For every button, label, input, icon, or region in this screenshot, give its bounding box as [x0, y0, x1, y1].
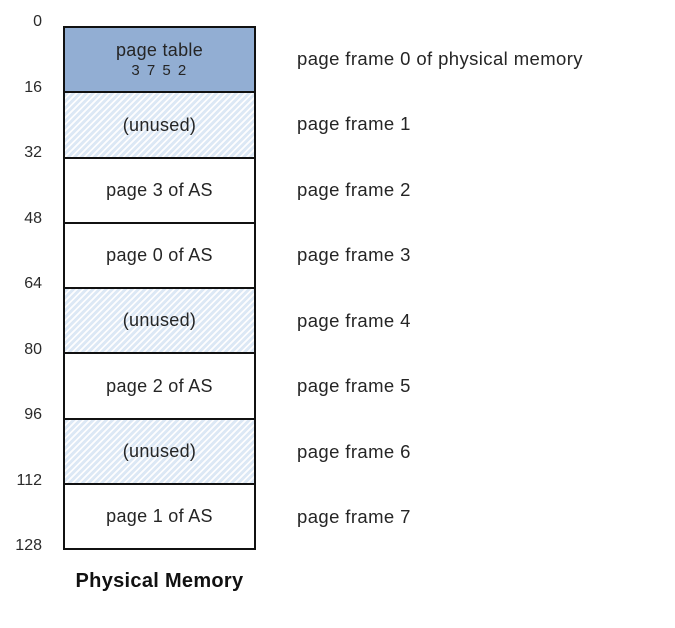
- frame-content-label: page table: [115, 40, 204, 61]
- frame-content-label: page 2 of AS: [106, 375, 213, 396]
- page-table-entries: 3 7 5 2: [131, 61, 188, 79]
- memory-frame: page table 3 7 5 2: [65, 28, 254, 94]
- memory-frame: (unused): [65, 289, 254, 355]
- address-label: 128: [15, 537, 42, 554]
- memory-frame: page 0 of AS: [65, 224, 254, 289]
- memory-frame: page 2 of AS: [65, 354, 254, 420]
- address-label: 48: [24, 209, 42, 227]
- address-label: 80: [24, 340, 42, 358]
- memory-box: page table 3 7 5 2 (unused) page 3 of AS…: [63, 26, 256, 550]
- address-label: 0: [33, 13, 42, 30]
- address-label: 64: [24, 275, 42, 292]
- diagram-title: Physical Memory: [75, 570, 244, 592]
- frame-content-label: page 3 of AS: [106, 179, 213, 200]
- address-labels-column: 0 16 32 48 64 80 96 112 128: [0, 0, 50, 628]
- frame-labels-column: page frame 0 of physical memory page fra…: [297, 26, 583, 550]
- memory-frame: page 3 of AS: [65, 159, 254, 224]
- memory-frame: (unused): [65, 419, 254, 485]
- page-frame-label: page frame 5: [297, 375, 411, 397]
- page-frame-label: page frame 0 of physical memory: [297, 47, 583, 69]
- address-label: 16: [24, 78, 42, 96]
- page-frame-label: page frame 4: [297, 309, 411, 331]
- frame-content-label: page 1 of AS: [106, 506, 213, 527]
- page-frame-label: page frame 7: [297, 506, 411, 528]
- address-label: 32: [24, 144, 42, 161]
- frame-content-label: (unused): [122, 440, 197, 461]
- address-label: 112: [16, 471, 42, 489]
- page-frame-label: page frame 3: [297, 244, 411, 266]
- memory-frame: page 1 of AS: [65, 485, 254, 548]
- frame-content-label: page 0 of AS: [106, 245, 213, 266]
- page-frame-label: page frame 1: [297, 113, 411, 135]
- frame-content-label: (unused): [122, 310, 197, 331]
- memory-frame: (unused): [65, 93, 254, 159]
- page-frame-label: page frame 2: [297, 178, 411, 200]
- frame-content-label: (unused): [122, 114, 197, 135]
- page-frame-label: page frame 6: [297, 440, 411, 462]
- address-label: 96: [24, 406, 42, 423]
